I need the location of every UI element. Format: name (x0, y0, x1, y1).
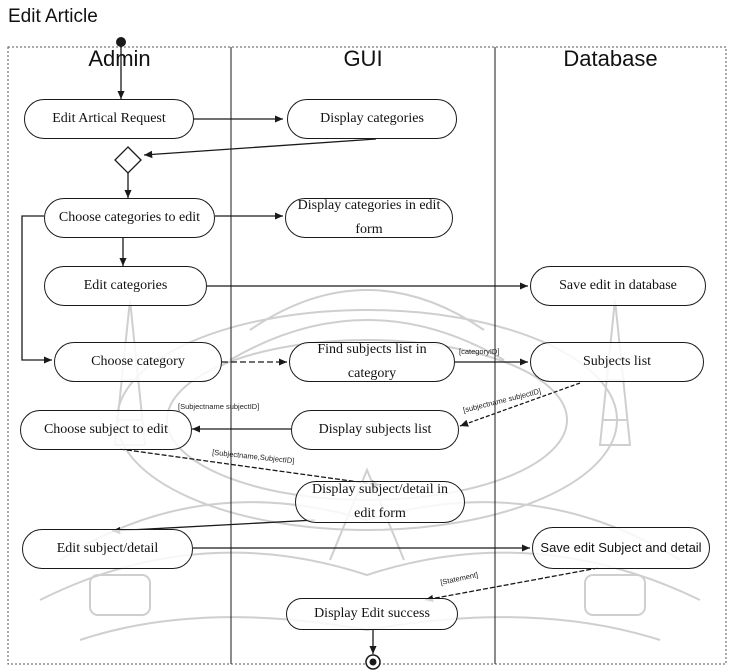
node-display-edit-success: Display Edit success (286, 598, 458, 630)
lane-gui: GUI (343, 46, 383, 71)
guard-subject-name-id-gui: [Subjectname subjectID] (178, 402, 260, 411)
initial-node (116, 37, 126, 47)
node-edit-subject-detail: Edit subject/detail (22, 529, 193, 569)
node-display-categories: Display categories (287, 99, 457, 139)
node-subjects-list: Subjects list (530, 342, 704, 382)
node-save-edit-database: Save edit in database (530, 266, 706, 306)
node-choose-category: Choose category (54, 342, 222, 382)
node-display-subject-detail: Display subject/detail in edit form (295, 481, 465, 523)
node-display-subjects-list: Display subjects list (291, 410, 459, 450)
node-find-subjects-list: Find subjects list in category (289, 342, 455, 382)
guard-category-id: [categoryID] (459, 347, 500, 356)
decision-node (114, 146, 142, 174)
node-display-categories-edit-form: Display categories in edit form (285, 198, 453, 238)
node-save-edit-subject-detail: Save edit Subject and detail (532, 527, 710, 569)
lane-admin: Admin (88, 46, 151, 71)
node-edit-request: Edit Artical Request (24, 99, 194, 139)
node-choose-categories-to-edit: Choose categories to edit (44, 198, 215, 238)
lane-database: Database (563, 46, 658, 71)
diagram-title: Edit Article (8, 6, 98, 27)
node-choose-subject-to-edit: Choose subject to edit (20, 410, 192, 450)
node-edit-categories: Edit categories (44, 266, 207, 306)
